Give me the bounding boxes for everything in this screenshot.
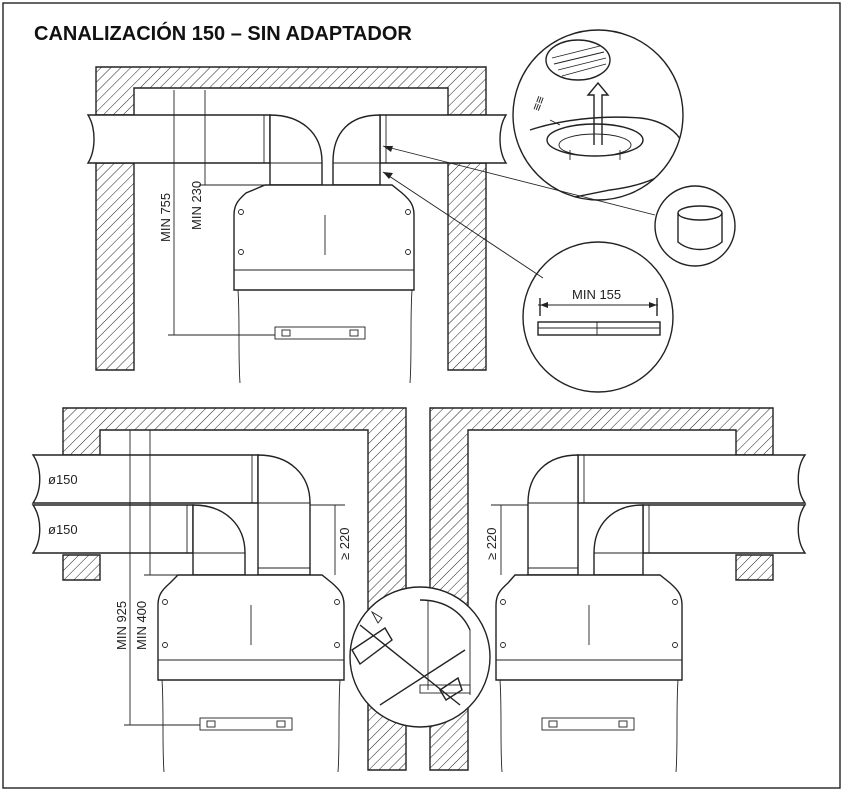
ceiling-wall-br (429, 407, 774, 771)
mounting-bracket-bl (199, 717, 293, 731)
left-wall-top (95, 162, 135, 371)
callout-cylinder (654, 185, 736, 267)
dim-min-925: MIN 925 (114, 601, 129, 650)
leader-line-2 (382, 171, 544, 279)
duct-left-top (86, 114, 271, 164)
label-pipe-lower: ø150 (48, 522, 78, 537)
top-figure: MIN 755 MIN 230 (86, 66, 508, 384)
label-pipe-upper: ø150 (48, 472, 78, 487)
dim-min-155: MIN 155 (572, 287, 621, 302)
dim-gap-220-left: ≥ 220 (337, 528, 352, 560)
svg-text:≡≡: ≡≡ (529, 94, 548, 113)
dim-min-230: MIN 230 (189, 181, 204, 230)
right-wall-br (735, 554, 774, 581)
duct-lower-bl (31, 504, 194, 554)
boiler-top (233, 184, 415, 291)
mounting-bracket-top (274, 326, 366, 340)
leader-line-1 (382, 145, 656, 216)
elbow-lower-br (593, 504, 644, 576)
mounting-bracket-br (541, 717, 635, 731)
duct-upper-br (577, 454, 807, 504)
duct-lower-br (642, 504, 807, 554)
callout-min-155: MIN 155 (522, 241, 674, 393)
bottom-right-figure: ≥ 220 (429, 407, 807, 773)
dim-min-755: MIN 755 (158, 193, 173, 242)
elbow-right-top (332, 114, 381, 186)
dim-min-400: MIN 400 (134, 601, 149, 650)
elbow-upper-br (527, 454, 579, 576)
callout-sealant (349, 586, 491, 728)
elbow-lower-bl (192, 504, 246, 576)
elbow-upper-bl (257, 454, 311, 576)
page-title: CANALIZACIÓN 150 – SIN ADAPTADOR (34, 21, 412, 45)
duct-right-top (379, 114, 508, 164)
bottom-left-figure: ø150 ø150 MIN 925 MIN 400 ≥ 220 (31, 407, 407, 773)
ceiling-wall-top (95, 66, 487, 116)
elbow-left-top (269, 114, 323, 186)
left-wall-bl (62, 554, 101, 581)
callout-cap-detail: ≡≡ (512, 29, 684, 201)
right-wall-top (447, 162, 487, 371)
dim-gap-220-right: ≥ 220 (484, 528, 499, 560)
duct-upper-bl (31, 454, 259, 504)
